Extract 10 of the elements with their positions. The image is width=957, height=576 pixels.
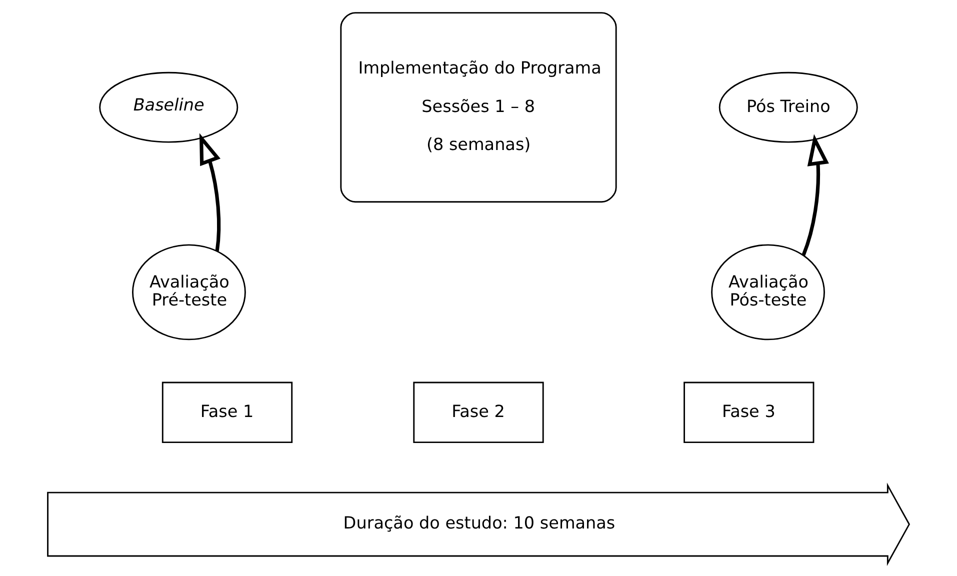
node-box: Fase 3 <box>684 382 814 444</box>
node-box: Fase 2 <box>413 382 544 444</box>
node-box: Implementação do Programa Sessões 1 – 8 (8 semanas) <box>340 12 617 203</box>
node-ellipse: Avaliação Pós-teste <box>711 244 825 340</box>
arrow <box>802 134 829 256</box>
node-ellipse: Avaliação Pré-teste <box>132 244 246 340</box>
node-ellipse: Pós Treino <box>718 72 858 143</box>
node-ellipse: Baseline <box>99 72 238 143</box>
arrow <box>199 133 221 252</box>
node-box: Fase 1 <box>162 382 293 444</box>
